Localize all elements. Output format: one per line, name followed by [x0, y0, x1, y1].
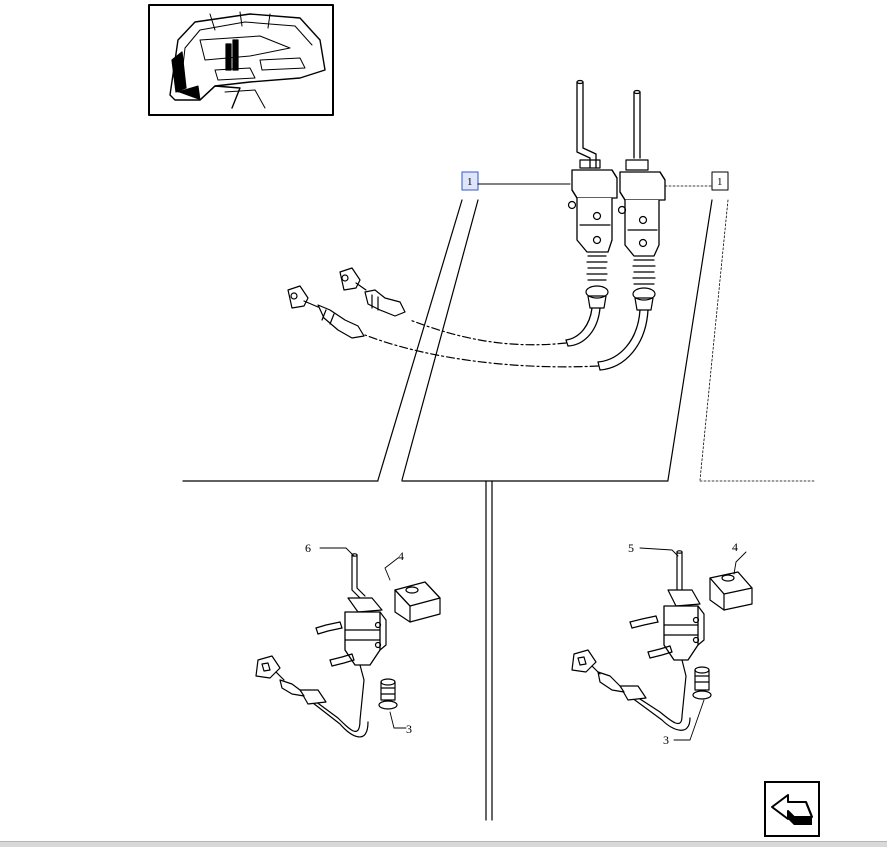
- svg-text:1: 1: [467, 176, 473, 188]
- location-inset: [148, 4, 334, 116]
- callout-3-right: 3: [663, 733, 669, 747]
- callout-4-right: 4: [732, 540, 738, 554]
- callout-4-left: 4: [398, 549, 404, 563]
- detail-funnel-lines: [182, 199, 816, 821]
- return-arrow-icon: [771, 794, 813, 825]
- svg-text:1: 1: [717, 176, 723, 188]
- callout-3-left: 3: [406, 722, 412, 736]
- left-detail-view: [255, 547, 441, 738]
- bottom-status-bar: [0, 841, 887, 847]
- callout-6-left: 6: [305, 541, 311, 555]
- callout-5-right: 5: [628, 541, 634, 555]
- lever-assembly: [287, 79, 666, 371]
- right-detail-view: [571, 547, 753, 741]
- reference-mark-left[interactable]: 1: [461, 171, 479, 191]
- back-navigation-button[interactable]: [764, 781, 820, 837]
- reference-mark-right[interactable]: 1: [711, 171, 729, 191]
